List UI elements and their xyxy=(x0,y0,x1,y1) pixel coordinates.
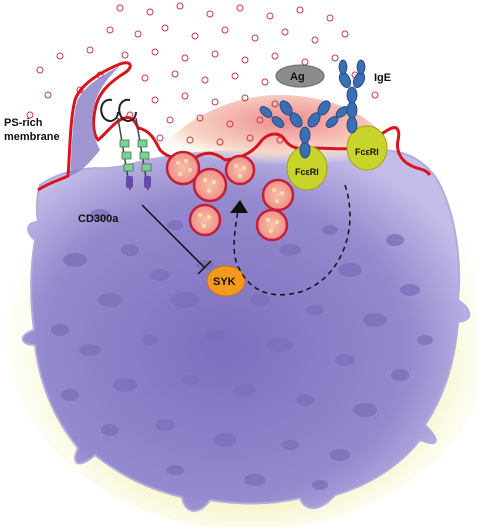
inhibition-line xyxy=(141,204,212,275)
activation-arrowhead xyxy=(230,200,248,213)
ige-antibodies xyxy=(259,59,366,159)
label-fceri-left: FcεRI xyxy=(295,167,319,177)
label-cd300a: CD300a xyxy=(78,213,119,225)
membrane-protrusion xyxy=(70,66,120,176)
label-membrane-line1: PS-rich xyxy=(4,117,43,129)
label-membrane-line2: membrane xyxy=(4,131,60,143)
signaling-arrow xyxy=(233,184,351,296)
antigen-blob xyxy=(275,64,325,88)
label-ige: IgE xyxy=(374,72,391,84)
cell-body xyxy=(21,148,471,512)
cd300a-receptors xyxy=(100,98,152,191)
label-ag: Ag xyxy=(290,71,305,83)
fceri-receptor-right xyxy=(346,125,388,171)
label-syk: SYK xyxy=(213,276,236,288)
granules xyxy=(165,150,295,242)
syk-node xyxy=(206,265,246,297)
label-fceri-right: FcεRI xyxy=(355,147,379,157)
